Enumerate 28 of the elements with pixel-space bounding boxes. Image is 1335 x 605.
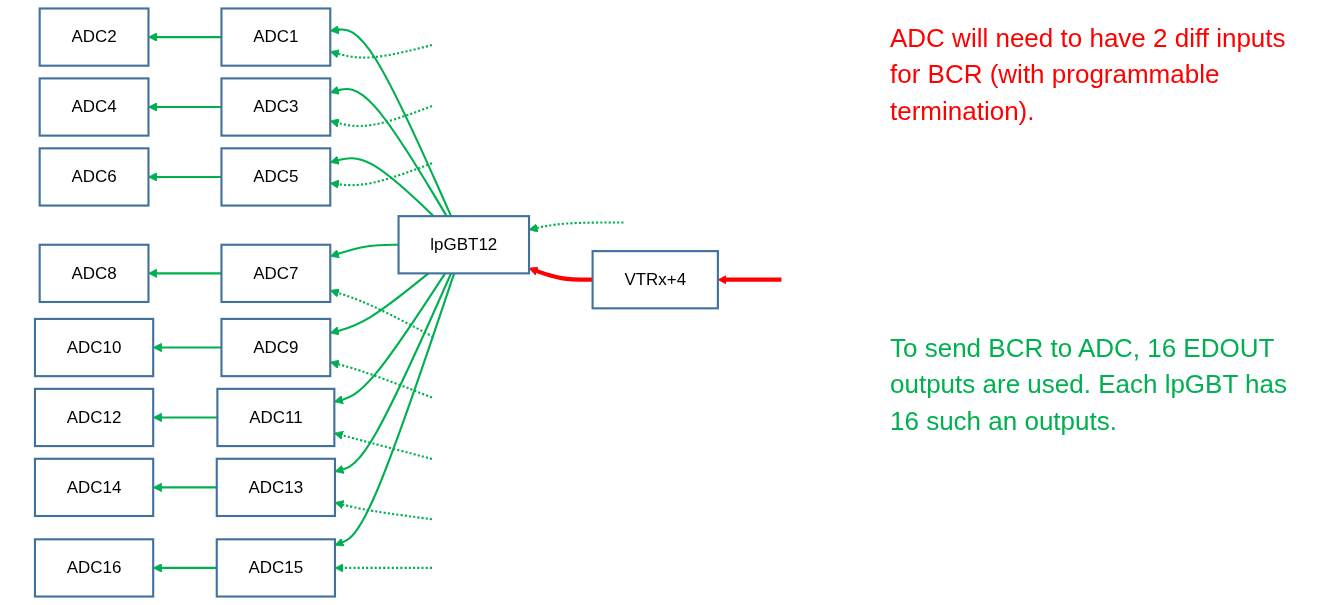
node-box: ADC13	[215, 457, 337, 518]
node-box: ADC4	[38, 77, 150, 137]
node-box: ADC2	[38, 7, 150, 67]
node-box: lpGBT12	[397, 215, 531, 275]
node-box: ADC1	[220, 7, 332, 67]
node-box: ADC12	[33, 387, 155, 448]
arrow	[334, 273, 456, 547]
arrow	[148, 102, 222, 112]
arrow	[148, 32, 222, 42]
node-box: ADC11	[216, 387, 336, 448]
arrow	[334, 500, 433, 521]
node-box: ADC8	[38, 243, 150, 304]
node-box: ADC5	[220, 147, 332, 207]
arrow	[334, 563, 432, 573]
node-box: ADC15	[215, 538, 337, 598]
node-box: ADC3	[220, 77, 332, 137]
node-box: ADC10	[33, 317, 155, 378]
node-box: ADC14	[33, 457, 155, 518]
node-box: VTRx+4	[591, 250, 719, 310]
node-box: ADC6	[38, 147, 150, 207]
arrow	[148, 172, 222, 182]
note-text: To send BCR to ADC, 16 EDOUT outputs are used. Each lpGBT has 16 such an outputs.	[890, 332, 1288, 438]
arrow	[717, 275, 782, 285]
node-box: ADC9	[220, 317, 332, 378]
note-text: ADC will need to have 2 diff inputs for BCR (with programmable termination).	[890, 22, 1287, 128]
arrow	[148, 268, 222, 278]
node-box: ADC7	[220, 243, 332, 304]
node-box: ADC16	[33, 538, 155, 598]
